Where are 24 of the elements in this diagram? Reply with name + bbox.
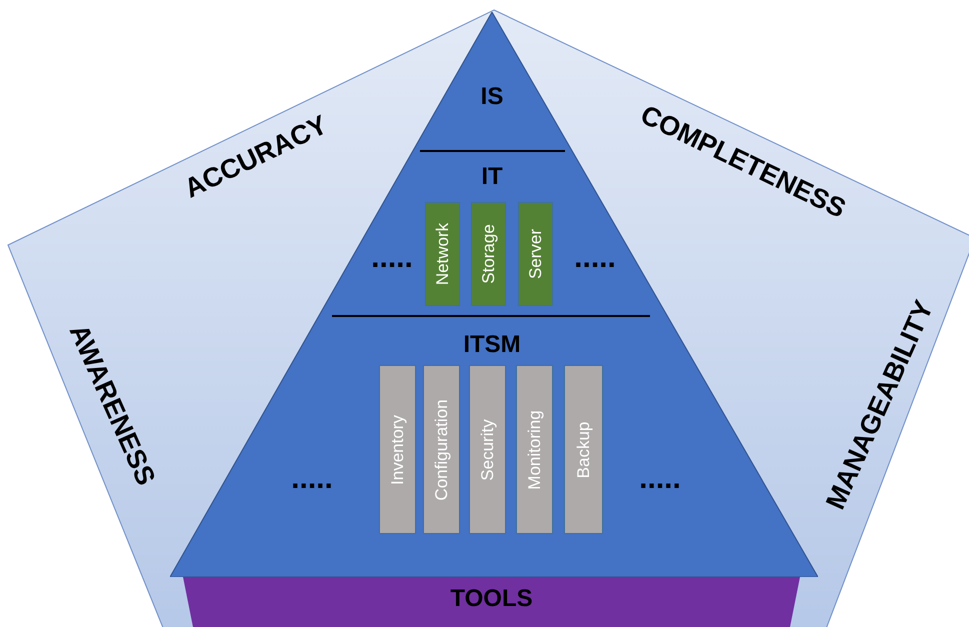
it-component-box <box>518 202 553 306</box>
it-component-box <box>471 202 506 306</box>
itsm-process-box <box>564 365 603 534</box>
level-heading: IT <box>481 163 503 191</box>
ellipsis: ..... <box>639 462 681 496</box>
ellipsis: ..... <box>574 241 616 275</box>
box-label: Network <box>432 222 452 286</box>
ellipsis: ..... <box>291 462 333 496</box>
level-heading: IS <box>480 83 504 111</box>
box-label: Storage <box>478 224 498 284</box>
itsm-process-box <box>423 365 460 534</box>
itsm-process-box <box>516 365 553 534</box>
itsm-process-box <box>469 365 506 534</box>
ellipsis: ..... <box>371 241 413 275</box>
box-label: Inventory <box>388 414 408 484</box>
box-label: Security <box>478 418 498 480</box>
box-label: Configuration <box>432 398 452 500</box>
bar-label: TOOLS <box>450 585 533 613</box>
box-label: Monitoring <box>524 410 544 490</box>
level-heading: ITSM <box>463 331 521 359</box>
itsm-process-box <box>379 365 416 534</box>
it-component-box <box>425 202 460 306</box>
box-label: Server <box>526 228 546 280</box>
box-label: Backup <box>574 421 594 478</box>
